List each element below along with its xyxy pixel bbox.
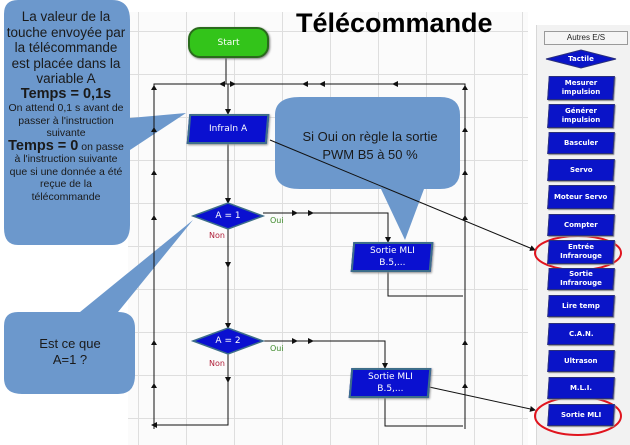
callout-middle-line1: Si Oui on règle la sortie xyxy=(302,129,438,144)
decision-a-equals-2[interactable] xyxy=(190,327,266,355)
palette-item-basculer[interactable]: Basculer xyxy=(547,132,615,154)
palette-item-mesurer-impulsion[interactable]: Mesurer impulsion xyxy=(547,76,615,100)
palette-item-lire-temp[interactable]: Lire temp xyxy=(547,295,615,317)
temps-01-label: Temps = 0,1s xyxy=(20,85,112,102)
palette-item-mli[interactable]: M.L.I. xyxy=(547,377,615,399)
palette-item-ultrason[interactable]: Ultrason xyxy=(547,350,615,372)
output-block-1[interactable]: Sortie MLI B.5,... xyxy=(350,242,434,272)
palette-item-label: Servo xyxy=(569,165,593,174)
loop-arrowheads xyxy=(151,81,468,428)
palette-item-label: Mesurer impulsion xyxy=(561,79,601,96)
palette-item-compter[interactable]: Compter xyxy=(547,214,615,236)
palette-item-label: Générer impulsion xyxy=(561,107,601,124)
infrain-label: InfraIn A xyxy=(208,124,248,134)
callout-middle-text: Si Oui on règle la sortie PWM B5 à 50 % xyxy=(280,128,460,164)
callout-middle-line2: PWM B5 à 50 % xyxy=(322,147,418,162)
temps-01-desc: On attend 0,1 s avant de passer à l'inst… xyxy=(8,102,124,139)
connectors xyxy=(153,54,536,429)
temps-0-desc: on passe à l'instruction suivante que si… xyxy=(9,140,124,203)
output1-line2: B.5,... xyxy=(378,258,406,268)
palette-item-entree-infrarouge[interactable]: Entrée Infrarouge xyxy=(547,240,615,264)
output-block-2[interactable]: Sortie MLI B.5,... xyxy=(348,368,432,398)
palette-item-label: Sortie Infrarouge xyxy=(560,270,602,287)
palette-item-sortie-infrarouge[interactable]: Sortie Infrarouge xyxy=(547,268,615,290)
no-label-2: Non xyxy=(209,359,225,368)
output2-line2: B.5,... xyxy=(376,384,404,394)
palette-item-moteur-servo[interactable]: Moteur Servo xyxy=(547,185,615,209)
callout-left-bottom xyxy=(4,220,193,394)
temps-0-label: Temps = 0 xyxy=(8,137,79,154)
output2-line1: Sortie MLI xyxy=(367,372,413,382)
no-label-1: Non xyxy=(209,231,225,240)
yes-label-2: Oui xyxy=(270,344,284,353)
palette-item-tactile[interactable]: Tactile xyxy=(568,55,594,63)
palette-item-label: Basculer xyxy=(564,138,598,147)
page-title: Télécommande xyxy=(296,8,493,38)
palette-item-label: Entrée Infrarouge xyxy=(560,243,602,260)
output1-line1: Sortie MLI xyxy=(369,246,415,256)
palette-item-generer-impulsion[interactable]: Générer impulsion xyxy=(547,104,615,128)
palette-item-label: C.A.N. xyxy=(568,329,594,338)
palette-item-sortie-mli[interactable]: Sortie MLI xyxy=(547,404,615,426)
palette-item-label: Compter xyxy=(564,220,598,229)
palette-header[interactable]: Autres E/S xyxy=(544,31,628,45)
palette-item-label: Lire temp xyxy=(562,301,600,310)
palette-item-label: M.L.I. xyxy=(569,383,592,392)
callout-intro: La valeur de la touche envoyée par la té… xyxy=(6,9,126,86)
infrain-block[interactable]: InfraIn A xyxy=(186,114,270,144)
decision2-label: A = 2 xyxy=(215,336,241,346)
decision1-label: A = 1 xyxy=(215,211,241,221)
palette-item-tactile-shape[interactable] xyxy=(545,49,617,69)
callout-left-top xyxy=(4,0,186,245)
callout-left-top-text: La valeur de la touche envoyée par la té… xyxy=(6,9,126,203)
yes-label-1: Oui xyxy=(270,216,284,225)
callout-left-bottom-line1: Est ce que xyxy=(39,336,101,351)
callout-left-bottom-text: Est ce que A=1 ? xyxy=(10,336,130,368)
palette-item-label: Sortie MLI xyxy=(560,410,602,419)
callout-middle xyxy=(275,97,460,240)
palette-item-servo[interactable]: Servo xyxy=(547,159,615,181)
start-block[interactable]: Start xyxy=(188,27,269,58)
palette-item-label: Ultrason xyxy=(564,356,598,365)
decision-a-equals-1[interactable] xyxy=(190,202,266,230)
palette-item-can[interactable]: C.A.N. xyxy=(547,323,615,345)
callout-left-bottom-line2: A=1 ? xyxy=(52,352,88,367)
palette-item-label: Moteur Servo xyxy=(554,192,608,201)
